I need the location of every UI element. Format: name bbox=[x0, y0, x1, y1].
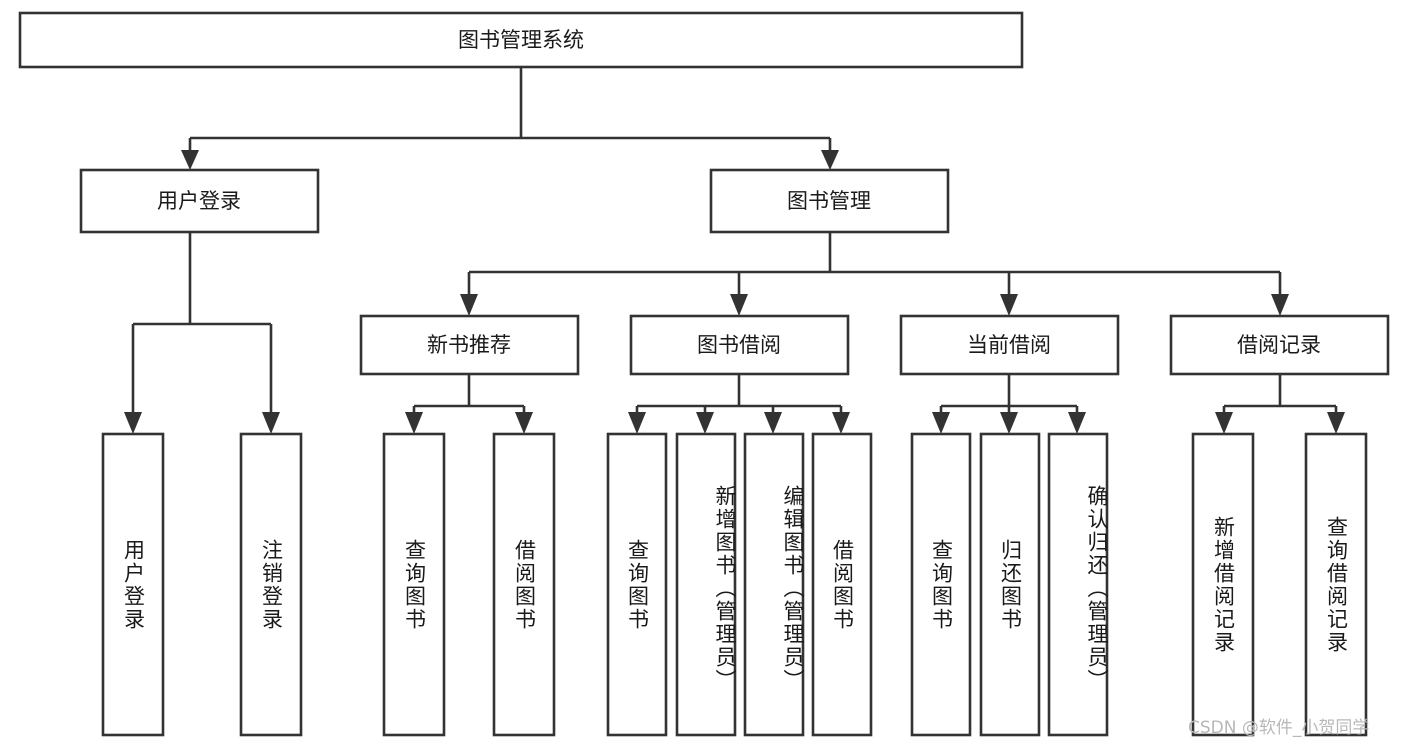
arrowhead-cur-return-book bbox=[1000, 412, 1018, 434]
node-layer bbox=[18, 11, 1390, 737]
arrowhead-current-borrow bbox=[1000, 294, 1018, 316]
node-leaf-user-login[interactable] bbox=[101, 432, 165, 737]
arrowhead-cur-query-book bbox=[932, 412, 950, 434]
arrowhead-logout-leaf bbox=[262, 412, 280, 434]
node-leaf-borrow-query-book[interactable] bbox=[606, 432, 668, 737]
arrowhead-userlogin bbox=[181, 150, 199, 170]
label-root: 图书管理系统 bbox=[458, 28, 584, 52]
node-leaf-rec-query-book[interactable] bbox=[382, 432, 446, 737]
node-leaf-borrow-borrow-book[interactable] bbox=[811, 432, 873, 737]
arrowhead-rec-query-record bbox=[1327, 412, 1345, 434]
arrowhead-rec-add-record bbox=[1215, 412, 1233, 434]
node-leaf-cur-confirm-return[interactable] bbox=[1047, 432, 1109, 737]
node-user-login[interactable] bbox=[79, 168, 320, 234]
node-leaf-borrow-edit-book[interactable] bbox=[743, 432, 805, 737]
arrowhead-rec-query-book bbox=[405, 412, 423, 434]
arrowhead-new-book-rec bbox=[460, 294, 478, 316]
label-layer-horizontal: 图书管理系统 用户登录 图书管理 新书推荐 图书借阅 当前借阅 借阅记录 bbox=[157, 28, 1321, 357]
node-book-manage[interactable] bbox=[709, 168, 950, 234]
label-current-borrow: 当前借阅 bbox=[967, 333, 1051, 357]
connector-layer bbox=[124, 67, 1345, 434]
node-book-borrow[interactable] bbox=[629, 314, 850, 376]
node-borrow-record[interactable] bbox=[1169, 314, 1390, 376]
arrowhead-book-borrow bbox=[730, 294, 748, 316]
node-leaf-rec-borrow-book[interactable] bbox=[492, 432, 556, 737]
arrowhead-borrow-edit-book bbox=[764, 412, 782, 434]
label-book-manage: 图书管理 bbox=[787, 189, 871, 213]
arrowhead-borrow-add-book bbox=[696, 412, 714, 434]
label-new-book-rec: 新书推荐 bbox=[427, 333, 511, 357]
node-root[interactable] bbox=[18, 11, 1024, 69]
arrowhead-borrow-query-book bbox=[628, 412, 646, 434]
arrowhead-bookmanage bbox=[821, 150, 839, 170]
node-leaf-logout[interactable] bbox=[239, 432, 303, 737]
arrowhead-user-login-leaf bbox=[124, 412, 142, 434]
node-current-borrow[interactable] bbox=[899, 314, 1120, 376]
label-borrow-record: 借阅记录 bbox=[1237, 333, 1321, 357]
arrowhead-borrow-record bbox=[1271, 294, 1289, 316]
arrowhead-cur-confirm-return bbox=[1068, 412, 1086, 434]
node-leaf-rec-add-record[interactable] bbox=[1191, 432, 1255, 737]
node-leaf-cur-query-book[interactable] bbox=[910, 432, 972, 737]
node-leaf-rec-query-record[interactable] bbox=[1304, 432, 1368, 737]
node-leaf-borrow-add-book[interactable] bbox=[675, 432, 737, 737]
node-new-book-rec[interactable] bbox=[359, 314, 580, 376]
watermark-text: CSDN @软件_小贺同学 bbox=[1188, 718, 1370, 738]
arrowhead-borrow-borrow-book bbox=[832, 412, 850, 434]
arrowhead-rec-borrow-book bbox=[515, 412, 533, 434]
label-book-borrow: 图书借阅 bbox=[697, 333, 781, 357]
label-user-login: 用户登录 bbox=[157, 189, 241, 213]
node-leaf-cur-return-book[interactable] bbox=[979, 432, 1041, 737]
